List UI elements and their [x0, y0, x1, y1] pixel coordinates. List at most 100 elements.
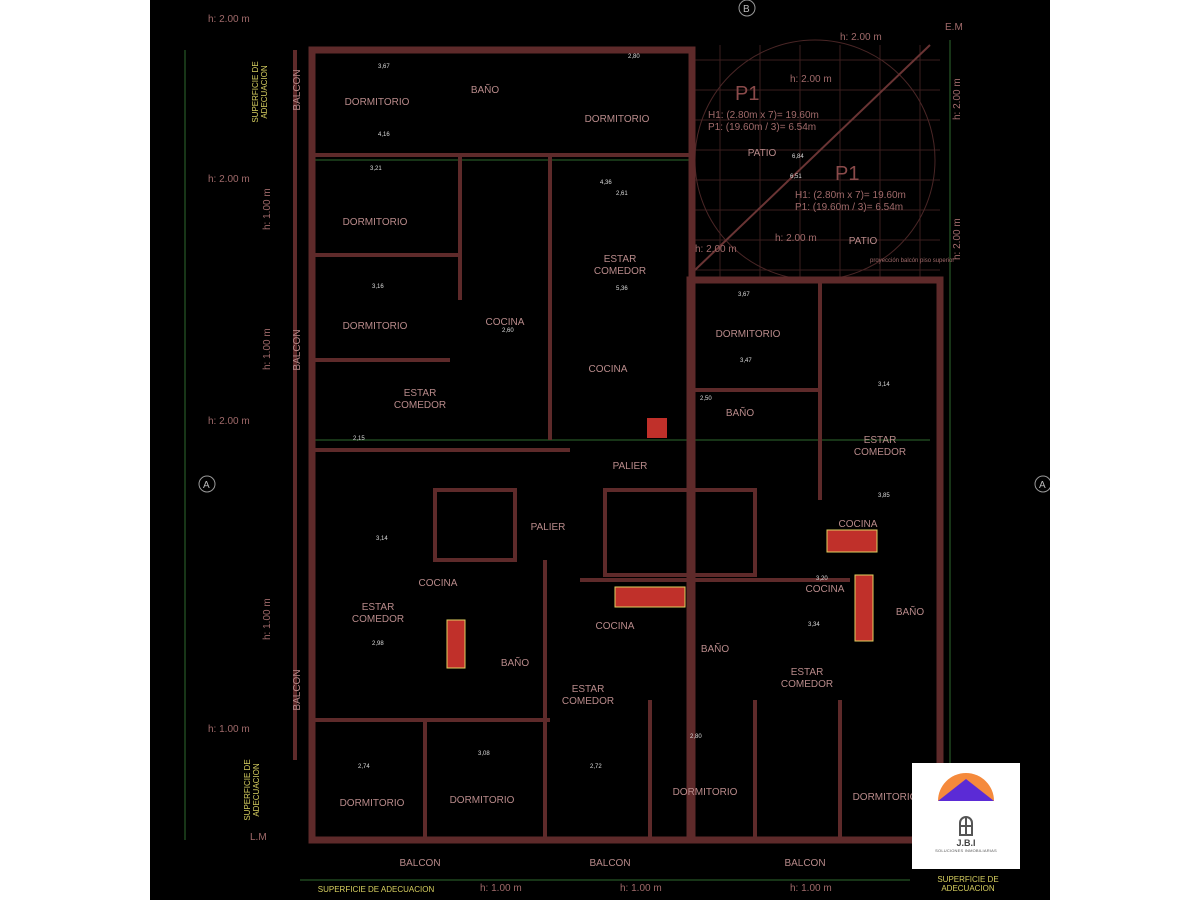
projection-note: proyección balcón piso superior [870, 258, 954, 264]
height-label: h: 2.00 m [695, 244, 737, 255]
room-balcon: BALCON [292, 329, 303, 370]
height-label: h: 1.00 m [262, 598, 273, 640]
height-label: h: 1.00 m [208, 724, 250, 735]
dimension-value: 4,36 [600, 180, 612, 186]
room-cocina: COCINA [419, 578, 458, 589]
height-label: h: 2.00 m [208, 416, 250, 427]
logo-tagline: SOLUCIONES INMOBILIARIAS [935, 848, 997, 853]
room-labels: DORMITORIO BAÑO DORMITORIO DORMITORIO DO… [292, 69, 924, 869]
height-label: h: 2.00 m [952, 218, 963, 260]
superficie-label: SUPERFICIE DE [251, 61, 260, 122]
room-bano: BAÑO [896, 605, 925, 618]
dimension-values: 3,67 2,80 4,16 3,21 3,16 2,15 3,14 2,98 … [353, 54, 890, 770]
dimension-value: 2,60 [502, 328, 514, 334]
room-comedor: COMEDOR [394, 400, 446, 411]
height-label: h: 2.00 m [208, 174, 250, 185]
room-cocina: COCINA [486, 317, 525, 328]
room-estar: ESTAR [791, 667, 824, 678]
formula-p1: P1: (19.60m / 3)= 6.54m [795, 202, 903, 213]
dimension-value: 4,16 [378, 132, 390, 138]
room-patio: PATIO [849, 236, 878, 247]
room-cocina: COCINA [839, 519, 878, 530]
room-comedor: COMEDOR [594, 266, 646, 277]
dimension-value: 2,50 [700, 396, 712, 402]
room-cocina: COCINA [596, 621, 635, 632]
room-comedor: COMEDOR [562, 696, 614, 707]
height-label: h: 2.00 m [840, 32, 882, 43]
window-icon [959, 816, 973, 836]
height-label: h: 1.00 m [262, 328, 273, 370]
room-balcon: BALCON [292, 69, 303, 110]
dimension-value: 3,14 [878, 382, 890, 388]
room-bano: BAÑO [471, 83, 500, 96]
room-estar: ESTAR [604, 254, 637, 265]
logo-roof-icon [938, 773, 994, 801]
superficie-label: ADECUACION [941, 884, 995, 893]
room-palier: PALIER [613, 461, 648, 472]
p1-label: P1 [735, 83, 759, 105]
dimension-value: 2,15 [353, 436, 365, 442]
dimension-value: 3,34 [808, 622, 820, 628]
dimension-value: 2,80 [628, 54, 640, 60]
dimension-lines [184, 40, 951, 881]
section-b-label: B [743, 4, 750, 15]
room-bano: BAÑO [701, 642, 730, 655]
room-balcon: BALCON [784, 858, 825, 869]
formula-p1: P1: (19.60m / 3)= 6.54m [708, 122, 816, 133]
superficie-label: SUPERFICIE DE [243, 759, 252, 820]
dimension-value: 3,47 [740, 358, 752, 364]
em-label: E.M [945, 22, 963, 33]
section-marker-b [738, 0, 756, 17]
logo-brand: J.B.I [956, 838, 976, 848]
dimension-value: 3,21 [370, 166, 382, 172]
room-bano: BAÑO [501, 656, 530, 669]
annotations: P1 P1 H1: (2.80m x 7)= 19.60m P1: (19.60… [198, 0, 1052, 894]
room-estar: ESTAR [362, 602, 395, 613]
room-balcon: BALCON [292, 669, 303, 710]
dimension-value: 3,85 [878, 493, 890, 499]
lm-label: L.M [250, 832, 267, 843]
height-label: h: 1.00 m [790, 883, 832, 894]
height-label: h: 2.00 m [775, 233, 817, 244]
kitchen-appliances [446, 418, 878, 669]
dimension-value: 3,08 [478, 751, 490, 757]
room-estar: ESTAR [572, 684, 605, 695]
room-estar: ESTAR [864, 435, 897, 446]
room-cocina: COCINA [806, 584, 845, 595]
room-dormitorio: DORMITORIO [345, 97, 410, 108]
height-label: h: 1.00 m [620, 883, 662, 894]
height-label: h: 1.00 m [480, 883, 522, 894]
dimension-value: 3,14 [376, 536, 388, 542]
room-patio: PATIO [748, 148, 777, 159]
room-dormitorio: DORMITORIO [673, 787, 738, 798]
dimension-value: 3,67 [378, 64, 390, 70]
height-label: h: 1.00 m [262, 188, 273, 230]
dimension-value: 5,36 [616, 286, 628, 292]
floor-plan-canvas: DORMITORIO BAÑO DORMITORIO DORMITORIO DO… [150, 0, 1052, 900]
height-label: h: 2.00 m [952, 78, 963, 120]
dimension-value: 6,51 [790, 174, 802, 180]
floor-plan-drawing: DORMITORIO BAÑO DORMITORIO DORMITORIO DO… [184, 0, 1052, 894]
formula-h1: H1: (2.80m x 7)= 19.60m [795, 190, 906, 201]
walls [293, 46, 944, 844]
formula-h1: H1: (2.80m x 7)= 19.60m [708, 110, 819, 121]
dimension-value: 2,98 [372, 641, 384, 647]
dimension-value: 2,61 [616, 191, 628, 197]
section-marker-a [198, 475, 216, 493]
room-balcon: BALCON [589, 858, 630, 869]
dimension-value: 3,16 [372, 284, 384, 290]
superficie-label: ADECUACION [252, 763, 261, 817]
room-estar: ESTAR [404, 388, 437, 399]
room-bano: BAÑO [726, 406, 755, 419]
section-a-label: A [1039, 480, 1046, 491]
dimension-value: 3,67 [738, 292, 750, 298]
room-comedor: COMEDOR [854, 447, 906, 458]
room-dormitorio: DORMITORIO [343, 217, 408, 228]
dimension-value: 3,20 [816, 576, 828, 582]
p1-label: P1 [835, 163, 859, 185]
room-dormitorio: DORMITORIO [585, 114, 650, 125]
superficie-label: SUPERFICIE DE [937, 875, 998, 884]
superficie-label: SUPERFICIE DE ADECUACION [318, 885, 435, 894]
dimension-value: 2,80 [690, 734, 702, 740]
room-dormitorio: DORMITORIO [853, 792, 918, 803]
